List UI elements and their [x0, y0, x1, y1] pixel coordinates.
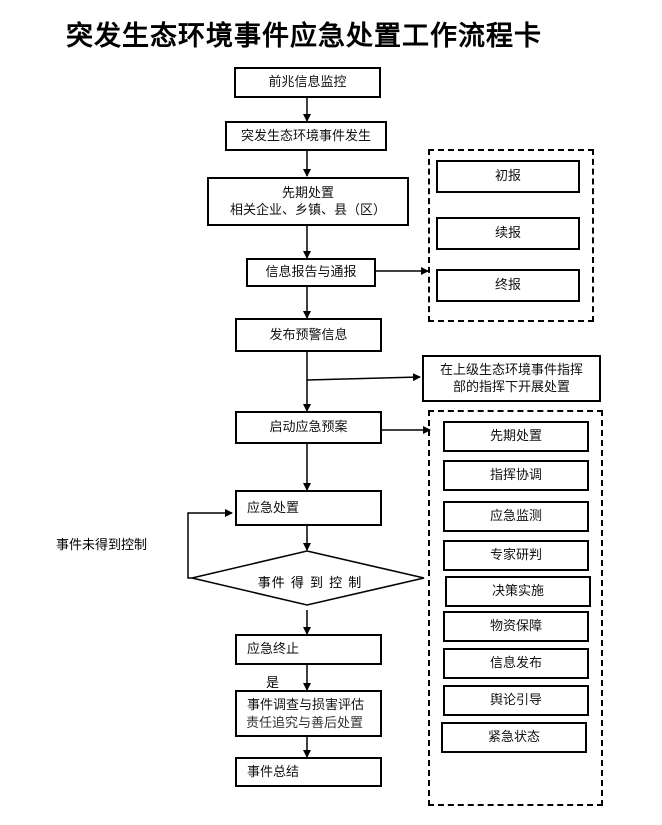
report-initial-box: 初报	[436, 160, 580, 193]
emergency-termination-label: 应急终止	[247, 642, 300, 657]
emergency-handling-label: 应急处置	[247, 500, 300, 516]
response-decision-label: 决策实施	[491, 584, 544, 599]
page-title: 突发生态环境事件应急处置工作流程卡	[66, 21, 542, 52]
response-initial-label: 先期处置	[489, 429, 542, 444]
initial-handling-box: 先期处置 相关企业、乡镇、县（区）	[207, 177, 409, 226]
info-report-label: 信息报告与通报	[265, 265, 357, 280]
initial-handling-parties: 相关企业、乡镇、县（区）	[229, 202, 386, 218]
loop-not-controlled	[187, 509, 233, 579]
investigation-box: 事件调查与损害评估	[235, 690, 382, 737]
yes-label: 是	[266, 676, 280, 691]
response-emergency-state-label: 紧急状态	[487, 730, 540, 745]
report-final-label: 终报	[494, 278, 521, 293]
superior-command-line1: 在上级生态环境事件指挥	[439, 362, 583, 378]
summary-label: 事件总结	[247, 764, 300, 780]
incident-occurs-label: 突发生态环境事件发生	[240, 128, 371, 144]
response-materials-label: 物资保障	[489, 619, 542, 634]
response-command-box: 指挥协调	[443, 460, 589, 491]
response-info-release-label: 信息发布	[489, 656, 542, 671]
emergency-handling-box: 应急处置	[235, 490, 382, 526]
report-initial-label: 初报	[494, 169, 521, 184]
response-monitoring-label: 应急监测	[489, 509, 542, 524]
arrow-to-superior-command	[306, 373, 421, 382]
investigation-hidden-text: 责任追究与善后处置	[246, 716, 364, 731]
incident-occurs-box: 突发生态环境事件发生	[225, 121, 387, 151]
info-report-box: 信息报告与通报	[246, 258, 376, 287]
report-continuing-label: 续报	[494, 226, 521, 241]
release-warning-box: 发布预警信息	[235, 318, 382, 352]
activate-plan-box: 启动应急预案	[235, 411, 382, 444]
loop-label: 事件未得到控制	[56, 538, 148, 553]
response-expert-box: 专家研判	[443, 540, 589, 571]
warning-monitoring-label: 前兆信息监控	[268, 75, 347, 90]
report-group-frame	[428, 149, 594, 322]
decision-diamond-label: 事件 得 到 控 制	[257, 576, 363, 591]
response-materials-box: 物资保障	[443, 611, 589, 642]
release-warning-label: 发布预警信息	[269, 327, 348, 343]
initial-handling-title: 先期处置	[281, 185, 334, 201]
emergency-termination-box: 应急终止	[235, 634, 382, 665]
response-monitoring-box: 应急监测	[443, 501, 589, 532]
response-expert-label: 专家研判	[489, 548, 542, 563]
decision-diamond	[191, 550, 425, 606]
response-initial-box: 先期处置	[443, 421, 589, 452]
response-group-frame	[428, 410, 603, 806]
investigation-label: 事件调查与损害评估	[247, 698, 365, 713]
report-continuing-box: 续报	[436, 217, 580, 250]
response-decision-box: 决策实施	[445, 576, 591, 607]
response-public-opinion-box: 舆论引导	[443, 685, 589, 716]
report-final-box: 终报	[436, 269, 580, 302]
superior-command-box: 在上级生态环境事件指挥 部的指挥下开展处置	[422, 355, 601, 402]
response-public-opinion-label: 舆论引导	[489, 693, 542, 708]
summary-box: 事件总结	[235, 757, 382, 787]
warning-monitoring-box: 前兆信息监控	[234, 67, 381, 98]
superior-command-line2: 部的指挥下开展处置	[452, 379, 570, 395]
response-emergency-state-box: 紧急状态	[441, 722, 587, 753]
activate-plan-label: 启动应急预案	[269, 420, 348, 435]
response-info-release-box: 信息发布	[443, 648, 589, 679]
response-command-label: 指挥协调	[489, 468, 542, 483]
